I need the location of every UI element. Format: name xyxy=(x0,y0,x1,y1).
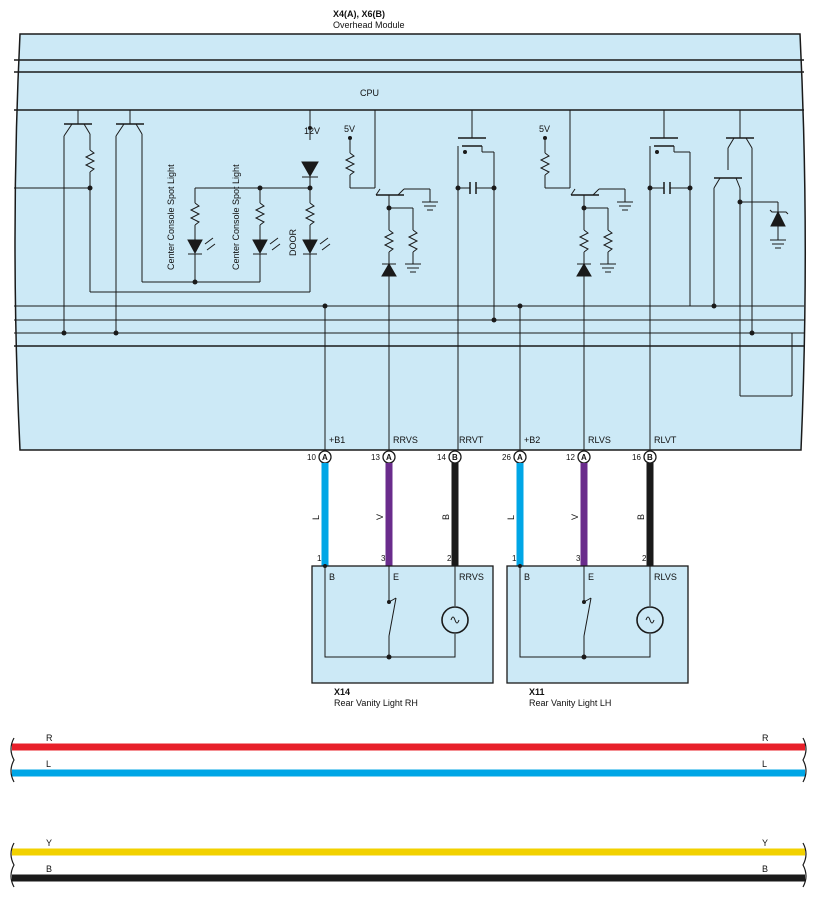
legend-code-left: L xyxy=(46,759,51,769)
legend-code-left: B xyxy=(46,864,52,874)
terminal-connector-letter: B xyxy=(452,453,458,462)
terminal-signal: RLVS xyxy=(588,435,611,445)
terminal-pin: 12 xyxy=(566,453,575,462)
component-name: Rear Vanity Light LH xyxy=(529,698,611,708)
legend-break-right xyxy=(802,737,807,783)
junction-dots xyxy=(61,150,755,336)
vanity-light-box xyxy=(506,565,689,684)
supply-5v-label-2: 5V xyxy=(539,124,550,134)
terminal-signal: +B2 xyxy=(524,435,540,445)
module-name: Overhead Module xyxy=(333,20,405,30)
junction-node xyxy=(386,654,392,660)
wire-color-code: B xyxy=(636,514,646,520)
component-pin-label: B xyxy=(524,572,530,582)
component-pin: 2 xyxy=(642,554,647,563)
pin-node xyxy=(323,564,327,568)
wire-color-code: B xyxy=(441,514,451,520)
terminal-signal: RRVT xyxy=(459,435,484,445)
switch-node xyxy=(387,600,391,604)
component-pin-label: E xyxy=(588,572,594,582)
legend-code-left: R xyxy=(46,733,53,743)
legend-code-left: Y xyxy=(46,838,52,848)
supply-5v-label-1: 5V xyxy=(344,124,355,134)
led-label-1: Center Console Spot Light xyxy=(166,164,176,270)
component-pin-label: RLVS xyxy=(654,572,677,582)
terminal-connector-letter: A xyxy=(386,453,392,462)
pin-node xyxy=(518,564,522,568)
right-transistors xyxy=(713,110,793,397)
component-pin: 3 xyxy=(381,554,386,563)
overhead-module-box xyxy=(14,33,807,451)
terminal-pin: 26 xyxy=(502,453,511,462)
terminal-pin: 16 xyxy=(632,453,641,462)
led-label-3: DOOR xyxy=(288,228,298,256)
component-pin: 2 xyxy=(447,554,452,563)
supply-12v-node xyxy=(308,126,312,130)
component-pin: 3 xyxy=(576,554,581,563)
legend-code-right: L xyxy=(762,759,767,769)
wire-color-legend: R R L L Y Y B B xyxy=(10,733,807,888)
legend-code-right: B xyxy=(762,864,768,874)
led-label-2: Center Console Spot Light xyxy=(231,164,241,270)
terminal-pin: 14 xyxy=(437,453,446,462)
terminal-connector-letter: A xyxy=(322,453,328,462)
terminal-pin: 10 xyxy=(307,453,316,462)
component-pin: 1 xyxy=(317,554,322,563)
rh-driver-circuit xyxy=(344,110,495,450)
terminal-signal: RLVT xyxy=(654,435,677,445)
module-internal-bus xyxy=(14,59,804,347)
terminal-signal: RRVS xyxy=(393,435,418,445)
component-id: X14 xyxy=(334,687,350,697)
terminal-connector-letter: A xyxy=(517,453,523,462)
legend-break-right xyxy=(802,842,807,888)
wire-color-code: L xyxy=(506,515,516,520)
supply-5v-node-2 xyxy=(543,136,547,140)
terminal-connector-letter: B xyxy=(647,453,653,462)
module-connector-ids: X4(A), X6(B) xyxy=(333,9,385,19)
supply-5v-node-1 xyxy=(348,136,352,140)
legend-break-left xyxy=(10,842,15,888)
component-name: Rear Vanity Light RH xyxy=(334,698,418,708)
terminal-pin: 13 xyxy=(371,453,380,462)
legend-break-left xyxy=(10,737,15,783)
left-transistors xyxy=(14,110,310,333)
terminal-signal: +B1 xyxy=(329,435,345,445)
legend-code-right: R xyxy=(762,733,769,743)
legend-code-right: Y xyxy=(762,838,768,848)
component-pin-label: B xyxy=(329,572,335,582)
switch-node xyxy=(582,600,586,604)
cpu-label: CPU xyxy=(360,88,379,98)
component-pin: 1 xyxy=(512,554,517,563)
wire-color-code: L xyxy=(311,515,321,520)
terminal-connector-letter: A xyxy=(581,453,587,462)
supply-12v-label: 12V xyxy=(304,126,320,136)
junction-node xyxy=(581,654,587,660)
vanity-light-box xyxy=(311,565,494,684)
component-pin-label: E xyxy=(393,572,399,582)
wire-color-code: V xyxy=(375,514,385,520)
led-circuit xyxy=(187,110,331,292)
wire-color-code: V xyxy=(570,514,580,520)
component-pin-label: RRVS xyxy=(459,572,484,582)
component-id: X11 xyxy=(529,687,545,697)
lh-driver-circuit xyxy=(539,110,691,450)
